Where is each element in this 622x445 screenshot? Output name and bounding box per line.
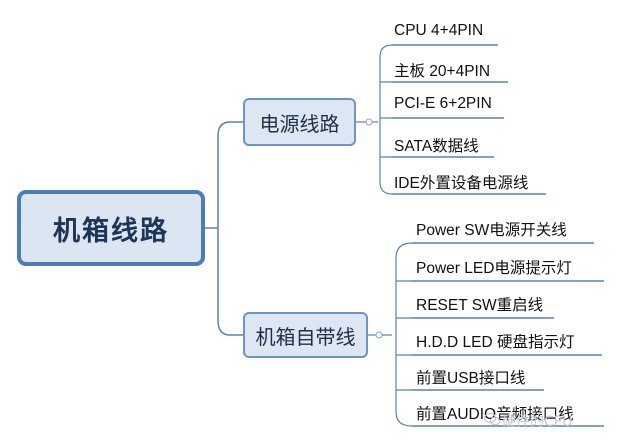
leaf-front-audio: 前置AUDIO音频接口线 — [416, 406, 574, 423]
watermark: 硬件的CPU — [502, 414, 573, 430]
branch-node-power-lines: 电源线路 — [243, 98, 356, 146]
wechat-icon — [484, 412, 500, 426]
leaf-power-led: Power LED电源提示灯 — [416, 260, 572, 277]
leaf-cpu-4-4pin: CPU 4+4PIN — [394, 22, 484, 39]
leaf-sata-cable: SATA数据线 — [394, 138, 479, 155]
leaf-power-sw: Power SW电源开关线 — [416, 222, 567, 239]
leaf-ide-power-cable: IDE外置设备电源线 — [394, 175, 529, 192]
leaf-pcie-6-2pin: PCI-E 6+2PIN — [394, 95, 492, 112]
leaf-reset-sw: RESET SW重启线 — [416, 297, 544, 314]
leaf-front-usb: 前置USB接口线 — [416, 370, 526, 387]
leaf-motherboard-20-4pin: 主板 20+4PIN — [394, 63, 491, 80]
branch-node-chassis-cables: 机箱自带线 — [243, 312, 368, 358]
root-node: 机箱线路 — [17, 190, 205, 266]
leaf-hdd-led: H.D.D LED 硬盘指示灯 — [416, 334, 575, 351]
